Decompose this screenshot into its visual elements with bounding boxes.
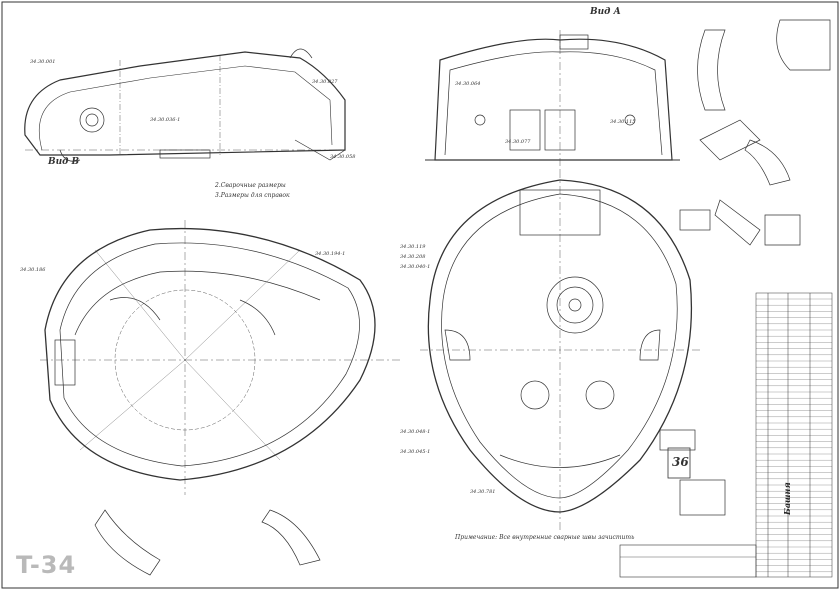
note-line-1: 2.Сварочные размеры	[215, 182, 286, 189]
part-number: 34.30.036-1	[150, 117, 181, 123]
turret-side-view	[24, 48, 346, 162]
part-number: 34.30.048-1	[400, 429, 431, 435]
part-number: 34.30.119	[400, 244, 426, 250]
part-number: 34.30.077	[505, 139, 531, 145]
stamp-number: 36	[672, 455, 689, 469]
stamp-frame	[667, 447, 691, 479]
part-number: 34.30.040-1	[400, 264, 431, 270]
parts-list-table	[755, 292, 833, 578]
part-number: 34.30.186	[20, 267, 46, 273]
part-number: 34.30.781	[470, 489, 496, 495]
turret-plan-view	[40, 220, 400, 495]
view-label-v: Вид В	[48, 157, 80, 167]
title-block-text: Башня	[782, 482, 792, 515]
bottom-note: Примечание: Все внутренние сварные швы з…	[455, 534, 635, 541]
part-number: 34.30.001	[30, 59, 56, 65]
title-strip	[619, 544, 757, 578]
part-number: 34.30.208	[400, 254, 426, 260]
detail-sections-top-right	[679, 19, 831, 246]
part-number: 34.30.194-1	[315, 251, 346, 257]
part-number: 34.30.064	[455, 81, 481, 87]
watermark-logo: T-34	[16, 551, 77, 579]
bottom-details	[94, 429, 726, 576]
parts-list-rows	[756, 298, 832, 572]
part-number: 34.30.027	[312, 79, 338, 85]
turret-rear-view	[425, 30, 680, 170]
turret-top-view	[420, 170, 700, 530]
note-line-2: 3.Размеры для справок	[215, 192, 290, 199]
part-number: 34.30.058	[330, 154, 356, 160]
part-number: 34.30.115	[610, 119, 636, 125]
view-label-a: Вид А	[590, 7, 621, 17]
part-number: 34.30.045-1	[400, 449, 431, 455]
